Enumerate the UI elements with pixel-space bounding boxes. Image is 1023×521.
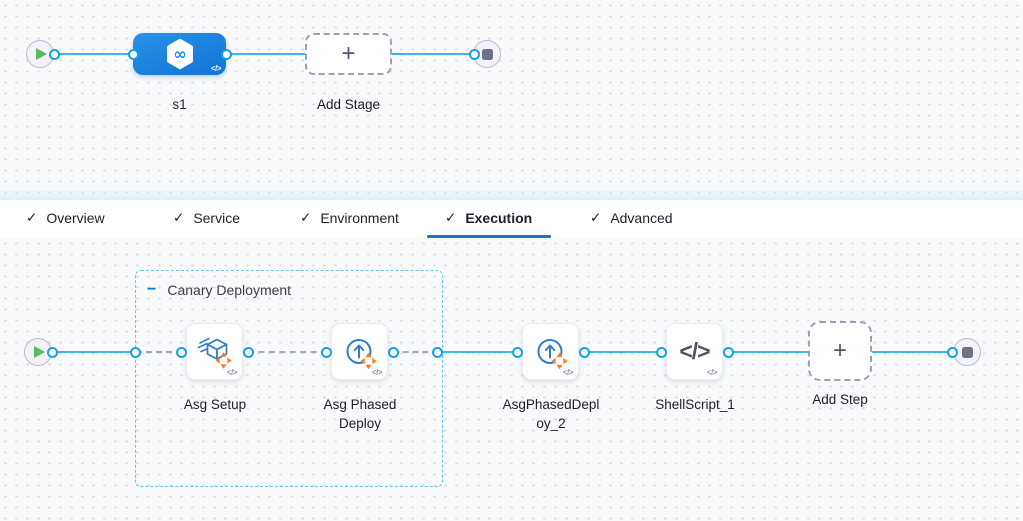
connector-port	[220, 48, 232, 60]
step-group-canary-deployment	[135, 270, 443, 487]
step-node-asg-phased-deploy[interactable]: </>	[331, 323, 388, 380]
add-step-button[interactable]: +	[808, 321, 872, 381]
tab-label: Environment	[320, 210, 399, 226]
tab-advanced[interactable]: ✓ Advanced	[590, 206, 673, 230]
connector-port	[242, 346, 254, 358]
deploy-stage-icon: ∞	[164, 37, 196, 71]
stop-icon	[961, 346, 973, 358]
add-stage-label: Add Stage	[316, 97, 381, 112]
phased-deploy-icon	[340, 332, 380, 372]
tab-label: Advanced	[610, 210, 673, 226]
stage-config-tabs: ✓ Overview ✓ Service ✓ Environment ✓ Exe…	[0, 200, 1023, 238]
connector-port	[655, 346, 667, 358]
phased-deploy-icon	[531, 332, 571, 372]
yaml-code-icon: </>	[562, 368, 574, 377]
execution-graph-canvas: − Canary Deployment	[0, 238, 1023, 521]
add-stage-button[interactable]: +	[305, 33, 392, 75]
edge-line	[438, 351, 518, 353]
edge-line	[52, 351, 136, 353]
check-icon: ✓	[590, 210, 602, 225]
connector-port	[46, 346, 58, 358]
plus-icon: +	[341, 40, 356, 67]
connector-port	[48, 48, 60, 60]
step-node-shellscript-1[interactable]: </> </>	[666, 323, 723, 380]
play-icon	[34, 346, 45, 358]
check-icon: ✓	[26, 210, 38, 225]
edge-line	[393, 351, 438, 353]
plus-icon: +	[832, 337, 847, 364]
code-icon: </>	[679, 338, 710, 364]
collapse-group-icon[interactable]: −	[147, 281, 157, 298]
yaml-code-icon: </>	[210, 64, 222, 73]
tab-label: Overview	[46, 210, 105, 226]
play-icon	[36, 48, 47, 60]
edge-line	[226, 53, 306, 55]
tab-service[interactable]: ✓ Service	[173, 206, 240, 230]
yaml-code-icon: </>	[371, 368, 383, 377]
connector-port	[320, 346, 332, 358]
connector-port	[468, 48, 480, 60]
tab-environment[interactable]: ✓ Environment	[300, 206, 399, 230]
check-icon: ✓	[445, 210, 457, 225]
tab-label: Service	[193, 210, 240, 226]
section-divider-band	[0, 190, 1023, 200]
stage-graph-canvas: ∞ </> s1 + Add Stage	[0, 0, 1023, 200]
yaml-code-icon: </>	[226, 368, 238, 377]
connector-port	[578, 346, 590, 358]
step-node-asg-setup[interactable]: </>	[186, 323, 243, 380]
tab-overview[interactable]: ✓ Overview	[26, 206, 105, 230]
step-label: AsgPhasedDeploy_2	[502, 397, 600, 431]
connector-port	[175, 346, 187, 358]
connector-port	[511, 346, 523, 358]
edge-line	[728, 351, 808, 353]
step-node-asg-phased-deploy-2[interactable]: </>	[522, 323, 579, 380]
step-label: Asg Setup	[183, 397, 247, 412]
stage-label: s1	[172, 97, 187, 112]
svg-text:∞: ∞	[173, 45, 186, 64]
connector-port	[946, 346, 958, 358]
group-title: Canary Deployment	[167, 282, 292, 298]
stop-icon	[481, 48, 493, 60]
edge-line	[248, 351, 327, 353]
edge-line	[584, 351, 662, 353]
yaml-code-icon: </>	[706, 368, 718, 377]
stage-node-s1[interactable]: ∞ </>	[133, 33, 226, 75]
tab-label: Execution	[465, 210, 533, 226]
check-icon: ✓	[300, 210, 312, 225]
edge-line	[872, 351, 953, 353]
connector-port	[127, 48, 139, 60]
connector-port	[387, 346, 399, 358]
edge-line	[136, 351, 182, 353]
step-label: Asg Phased Deploy	[323, 397, 397, 431]
connector-port	[722, 346, 734, 358]
connector-port	[129, 346, 141, 358]
add-step-label: Add Step	[812, 392, 868, 407]
edge-line	[54, 53, 134, 55]
asg-setup-icon	[195, 332, 235, 372]
active-tab-underline	[427, 235, 551, 238]
tab-execution[interactable]: ✓ Execution	[445, 206, 532, 230]
connector-port	[431, 346, 443, 358]
edge-line	[392, 53, 475, 55]
step-label: ShellScript_1	[655, 397, 735, 412]
check-icon: ✓	[173, 210, 185, 225]
